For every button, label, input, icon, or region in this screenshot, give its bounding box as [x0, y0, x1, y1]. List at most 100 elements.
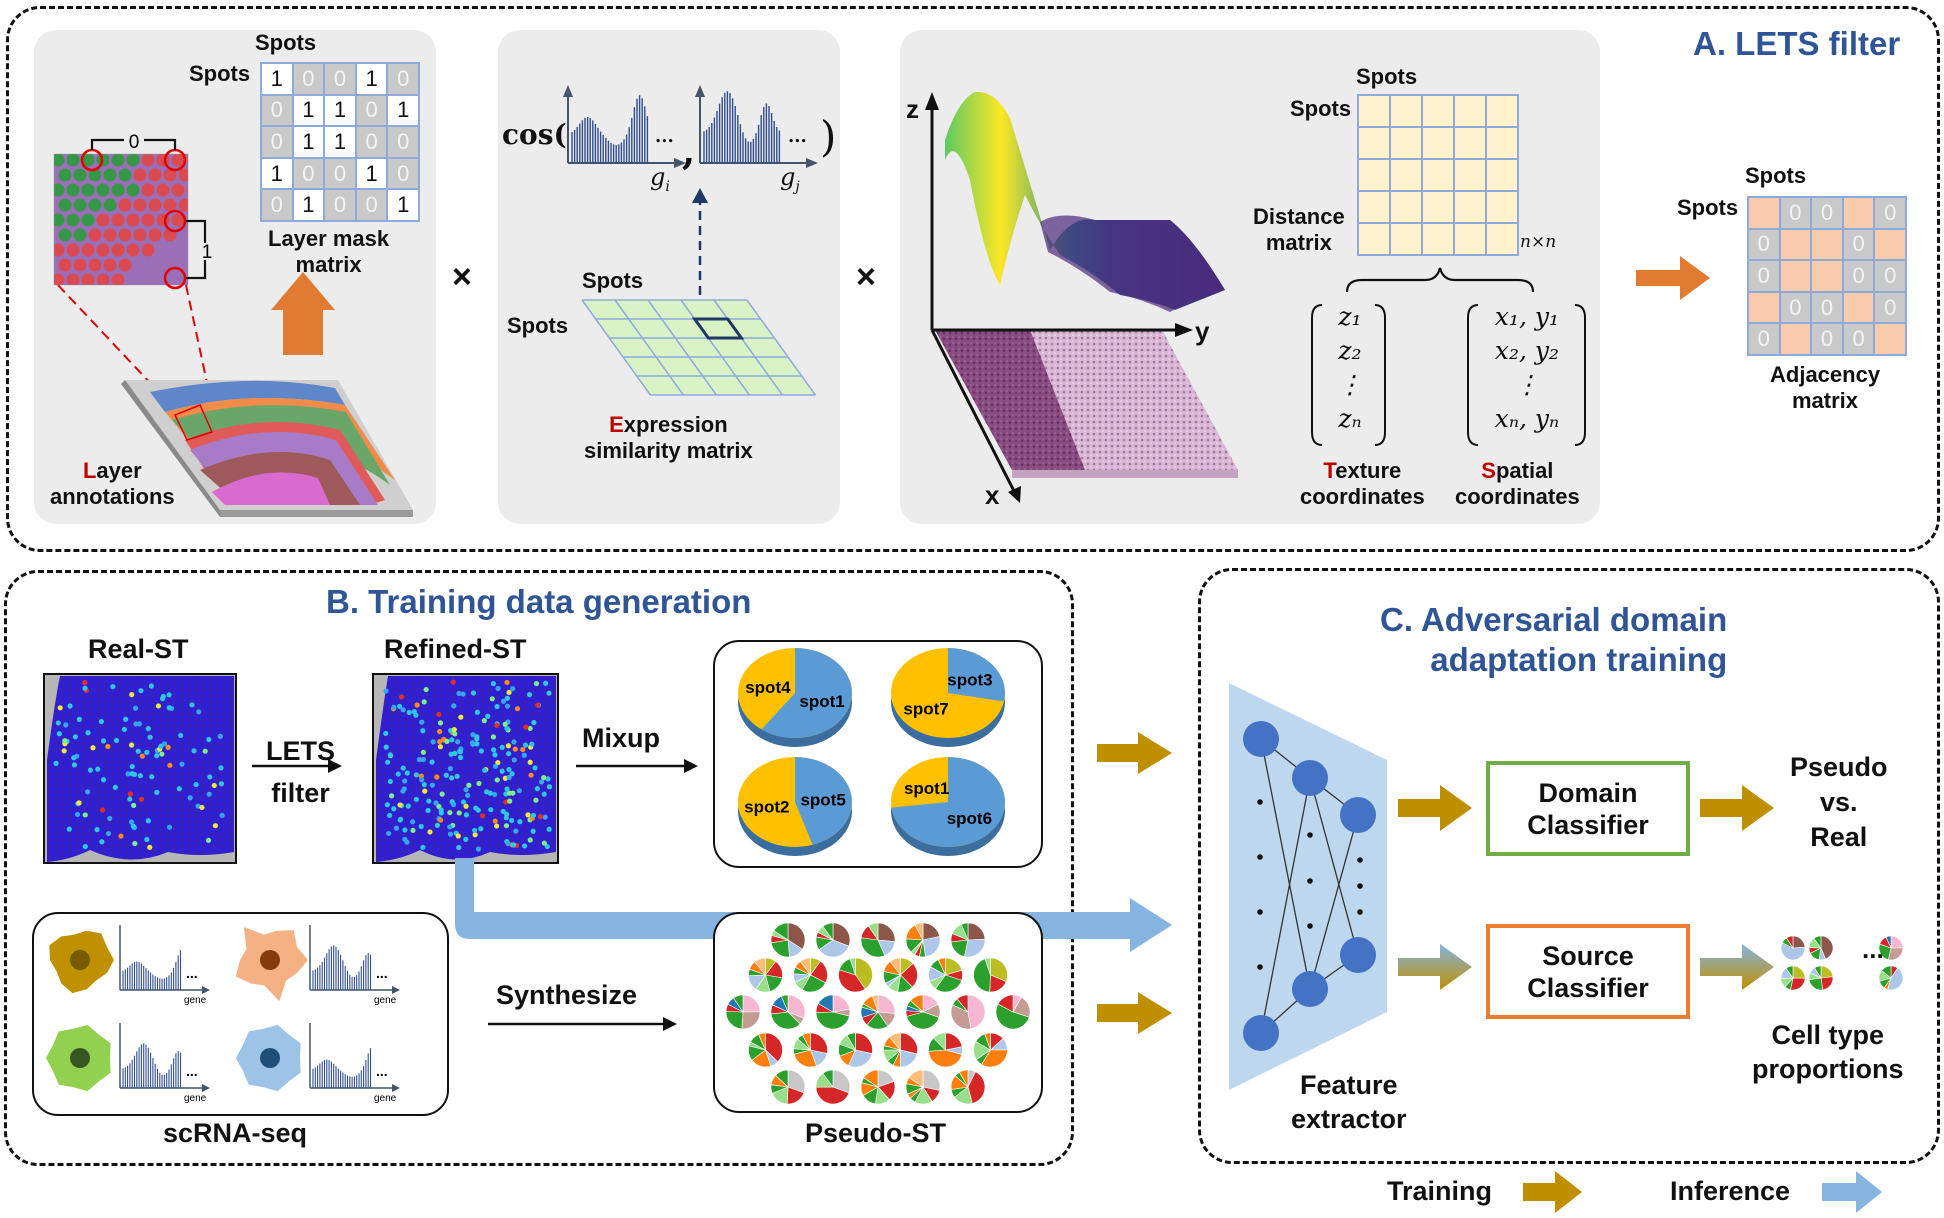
- inset-spot: [186, 185, 188, 195]
- st-spot: [450, 679, 456, 685]
- st-spot: [527, 759, 533, 765]
- st-spot: [95, 766, 101, 772]
- st-spot: [399, 694, 405, 700]
- histogram-ellipsis: ...: [376, 1063, 388, 1079]
- st-spot: [456, 844, 462, 851]
- inset-spot: [96, 213, 110, 227]
- st-spot: [474, 736, 480, 742]
- vector-entry: ⋮: [1514, 370, 1540, 399]
- st-spot: [98, 718, 105, 725]
- st-spot: [544, 843, 550, 850]
- mixup-blue-label: spot6: [947, 809, 992, 828]
- layer-mask-caption-line2: matrix: [295, 252, 362, 277]
- st-spot: [449, 737, 455, 743]
- st-spot: [506, 790, 513, 796]
- st-spot: [397, 802, 403, 808]
- st-spot: [474, 741, 480, 747]
- st-spot: [444, 738, 450, 745]
- st-spot: [61, 748, 67, 754]
- inset-brackets: [90, 138, 207, 280]
- st-spot: [66, 826, 72, 832]
- st-spot: [509, 771, 515, 777]
- st-spot: [488, 807, 494, 813]
- mixup-yellow-label: spot2: [744, 798, 789, 817]
- st-spot: [85, 730, 91, 736]
- inset-spot: [88, 198, 102, 212]
- st-spot: [478, 748, 484, 754]
- proportion-pie: [1808, 935, 1834, 961]
- proportion-pie: [815, 922, 851, 958]
- inset-spot: [81, 183, 95, 197]
- distance-matrix: [1357, 94, 1519, 256]
- layer-mask-cell: 0: [325, 158, 355, 189]
- mixup-blue-label: spot3: [947, 671, 992, 690]
- st-spot: [125, 771, 131, 777]
- proportion-pie: [860, 922, 896, 958]
- adjacency-col-label: Spots: [1745, 163, 1807, 188]
- st-spot: [511, 842, 517, 848]
- proportion-pie: [748, 1032, 783, 1068]
- gene-axis-label: gene: [184, 995, 207, 1006]
- vector-entry: z₁: [1338, 302, 1362, 331]
- multiply-symbol-2: ×: [856, 258, 876, 296]
- adjacency-cell: [1780, 261, 1811, 291]
- st-spot: [421, 782, 427, 788]
- st-spot: [492, 752, 498, 758]
- layer-mask-col-label: Spots: [255, 30, 317, 55]
- adjacency-cell: 0: [1875, 292, 1905, 323]
- st-spot: [455, 833, 461, 839]
- inset-spot: [118, 228, 132, 242]
- inset-spot: [118, 258, 132, 272]
- adjacency-cell: [1749, 292, 1779, 323]
- st-spot: [420, 756, 426, 763]
- inset-spot: [178, 198, 188, 212]
- inset-spot: [66, 243, 80, 257]
- st-spot: [494, 703, 500, 710]
- inset-spot: [73, 258, 87, 272]
- st-spot: [145, 725, 151, 732]
- st-spot: [154, 789, 160, 795]
- distance-cell: [1357, 158, 1391, 192]
- layer-mask-cell: 1: [325, 95, 355, 126]
- st-spot: [533, 680, 540, 687]
- st-spot: [506, 766, 512, 773]
- proportion-pie: [905, 922, 941, 958]
- gene-axis-label: gene: [374, 995, 397, 1006]
- gene-axis-label: gene: [374, 1093, 397, 1104]
- st-spot: [511, 757, 517, 763]
- st-spot: [534, 786, 540, 792]
- st-spot: [531, 719, 537, 726]
- st-spot: [475, 807, 481, 813]
- st-spot: [82, 679, 88, 686]
- st-spot: [525, 812, 531, 818]
- inset-spot: [133, 228, 147, 242]
- st-spot: [139, 753, 145, 759]
- proportion-pie: [793, 957, 828, 993]
- real-st-label: Real-ST: [88, 634, 189, 664]
- mixup-yellow-label: spot7: [903, 699, 948, 718]
- cell-icon: ... gene: [236, 1023, 400, 1104]
- st-spot: [202, 748, 208, 754]
- histogram-j-ellipsis: ...: [788, 126, 807, 147]
- st-spot: [76, 800, 82, 806]
- st-spot: [57, 705, 63, 711]
- st-spot: [419, 719, 425, 725]
- st-spot: [455, 739, 461, 745]
- st-spot: [492, 763, 499, 769]
- st-spot: [206, 791, 212, 797]
- inset-spot: [66, 154, 80, 167]
- inset-spot: [81, 243, 95, 257]
- vector-entry: x₁, y₁: [1494, 302, 1560, 331]
- feature-extractor-label: Feature extractor: [1291, 1070, 1407, 1134]
- st-spot: [159, 751, 165, 757]
- st-spot: [147, 844, 153, 850]
- st-spot: [522, 742, 529, 748]
- axis-x-label: x: [985, 480, 1000, 510]
- inset-spot: [66, 183, 80, 197]
- distance-cell: [1453, 126, 1487, 160]
- proportion-pie: [973, 957, 1008, 993]
- adjacency-row-label: Spots: [1677, 195, 1739, 220]
- st-spot: [107, 815, 113, 822]
- inset-spot: [81, 213, 95, 227]
- st-spot: [138, 688, 144, 694]
